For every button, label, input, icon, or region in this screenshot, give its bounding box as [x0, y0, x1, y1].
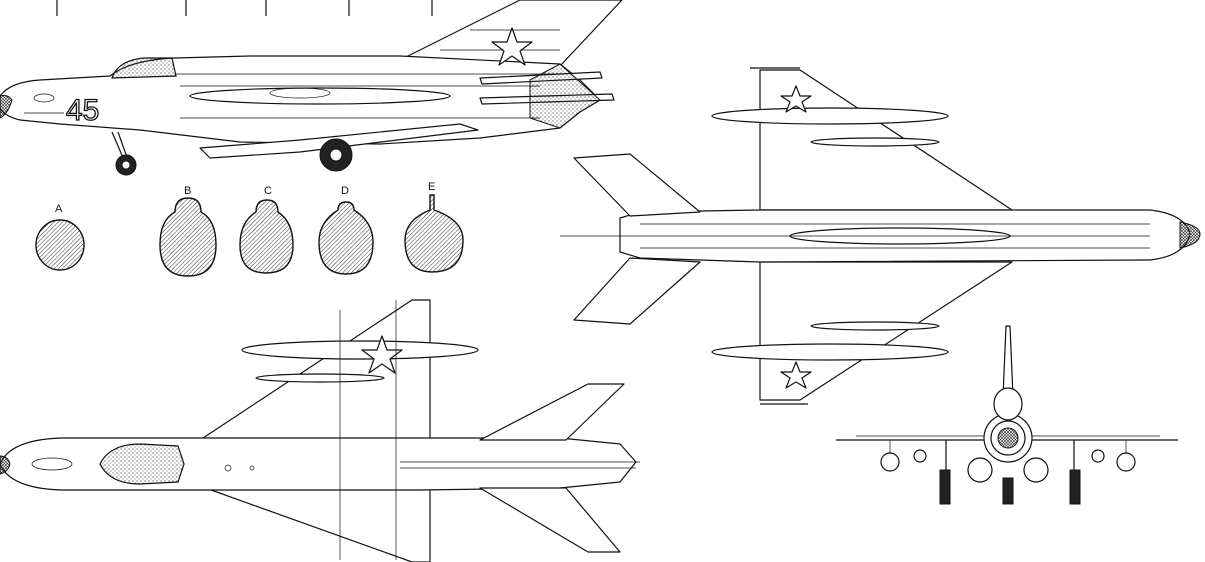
top-wing-lower: [199, 485, 431, 562]
top-wing-upper: [199, 299, 431, 441]
section-a: A: [35, 203, 85, 271]
bottom-drop-tank-upper: [711, 107, 949, 125]
side-nose-cone: [0, 95, 13, 119]
side-star-insignia: [491, 27, 533, 66]
section-a-label: A: [55, 203, 63, 215]
top-drop-tank-upper: [241, 340, 479, 360]
section-b: B: [159, 185, 217, 277]
section-e-label: E: [428, 181, 435, 193]
top-view: [0, 299, 640, 562]
top-stabilizer-upper: [479, 383, 625, 441]
section-b-label: B: [184, 185, 191, 197]
cross-sections: A B C D E: [35, 181, 464, 277]
side-view: 45: [0, 0, 623, 176]
top-canopy: [99, 443, 185, 485]
front-main-wheel-left: [939, 469, 951, 505]
top-star-insignia: [361, 335, 403, 374]
side-number: 45: [66, 94, 99, 127]
bottom-star-insignia-upper: [780, 85, 812, 113]
side-drop-tank: [189, 87, 451, 105]
top-stabilizer-lower: [479, 487, 621, 553]
section-d: D: [318, 185, 374, 275]
side-canopy: [111, 57, 177, 79]
front-nose-wheel: [1002, 477, 1014, 505]
section-c-label: C: [264, 185, 272, 197]
bottom-star-insignia-lower: [780, 361, 812, 389]
section-c: C: [239, 185, 294, 274]
top-fuselage: [0, 437, 637, 491]
section-e: E: [404, 181, 464, 273]
section-d-label: D: [341, 185, 349, 197]
bottom-drop-tank-lower: [711, 343, 949, 361]
bottom-stabilizer-upper: [573, 153, 701, 217]
front-main-wheel-right: [1069, 469, 1081, 505]
bottom-view: [560, 67, 1201, 405]
station-ticks: [56, 0, 433, 16]
bottom-stabilizer-lower: [573, 257, 701, 325]
front-view: [836, 325, 1178, 505]
